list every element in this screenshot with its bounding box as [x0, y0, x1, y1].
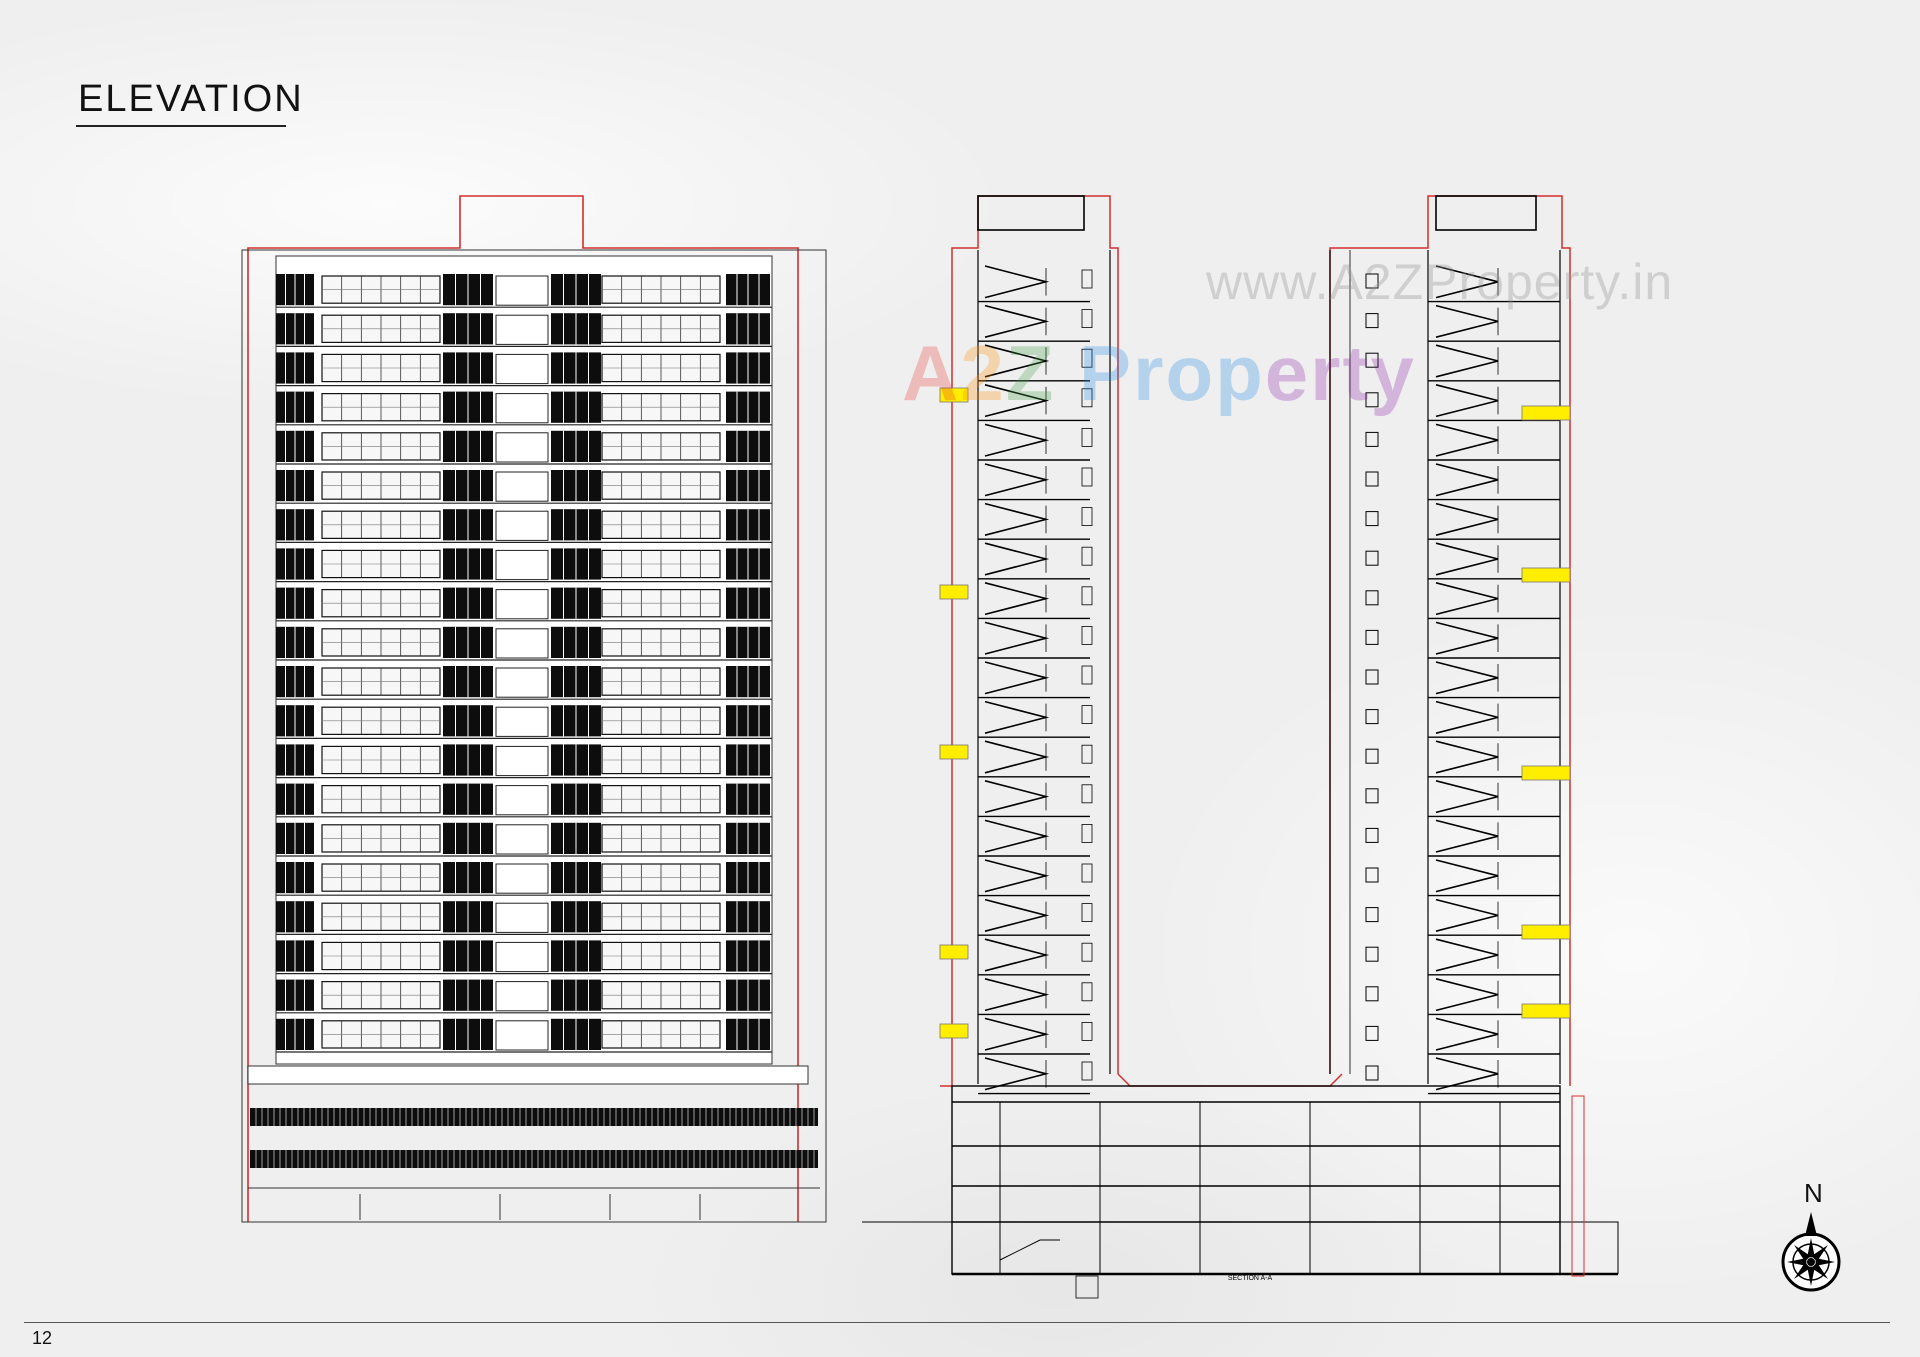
compass-rose-icon — [1781, 1212, 1841, 1292]
watermark-url: www.A2ZProperty.in — [1206, 254, 1674, 310]
footer-rule — [24, 1322, 1890, 1323]
page-number: 12 — [32, 1328, 53, 1348]
title-underline — [76, 125, 286, 127]
watermark-logo: A2Z Property — [902, 329, 1416, 417]
front-elevation-drawing — [241, 195, 827, 1223]
section-label: SECTION A-A — [1228, 1275, 1273, 1282]
section-drawing — [862, 195, 1619, 1299]
page-title: ELEVATION — [78, 78, 304, 120]
north-label: N — [1804, 1178, 1823, 1208]
